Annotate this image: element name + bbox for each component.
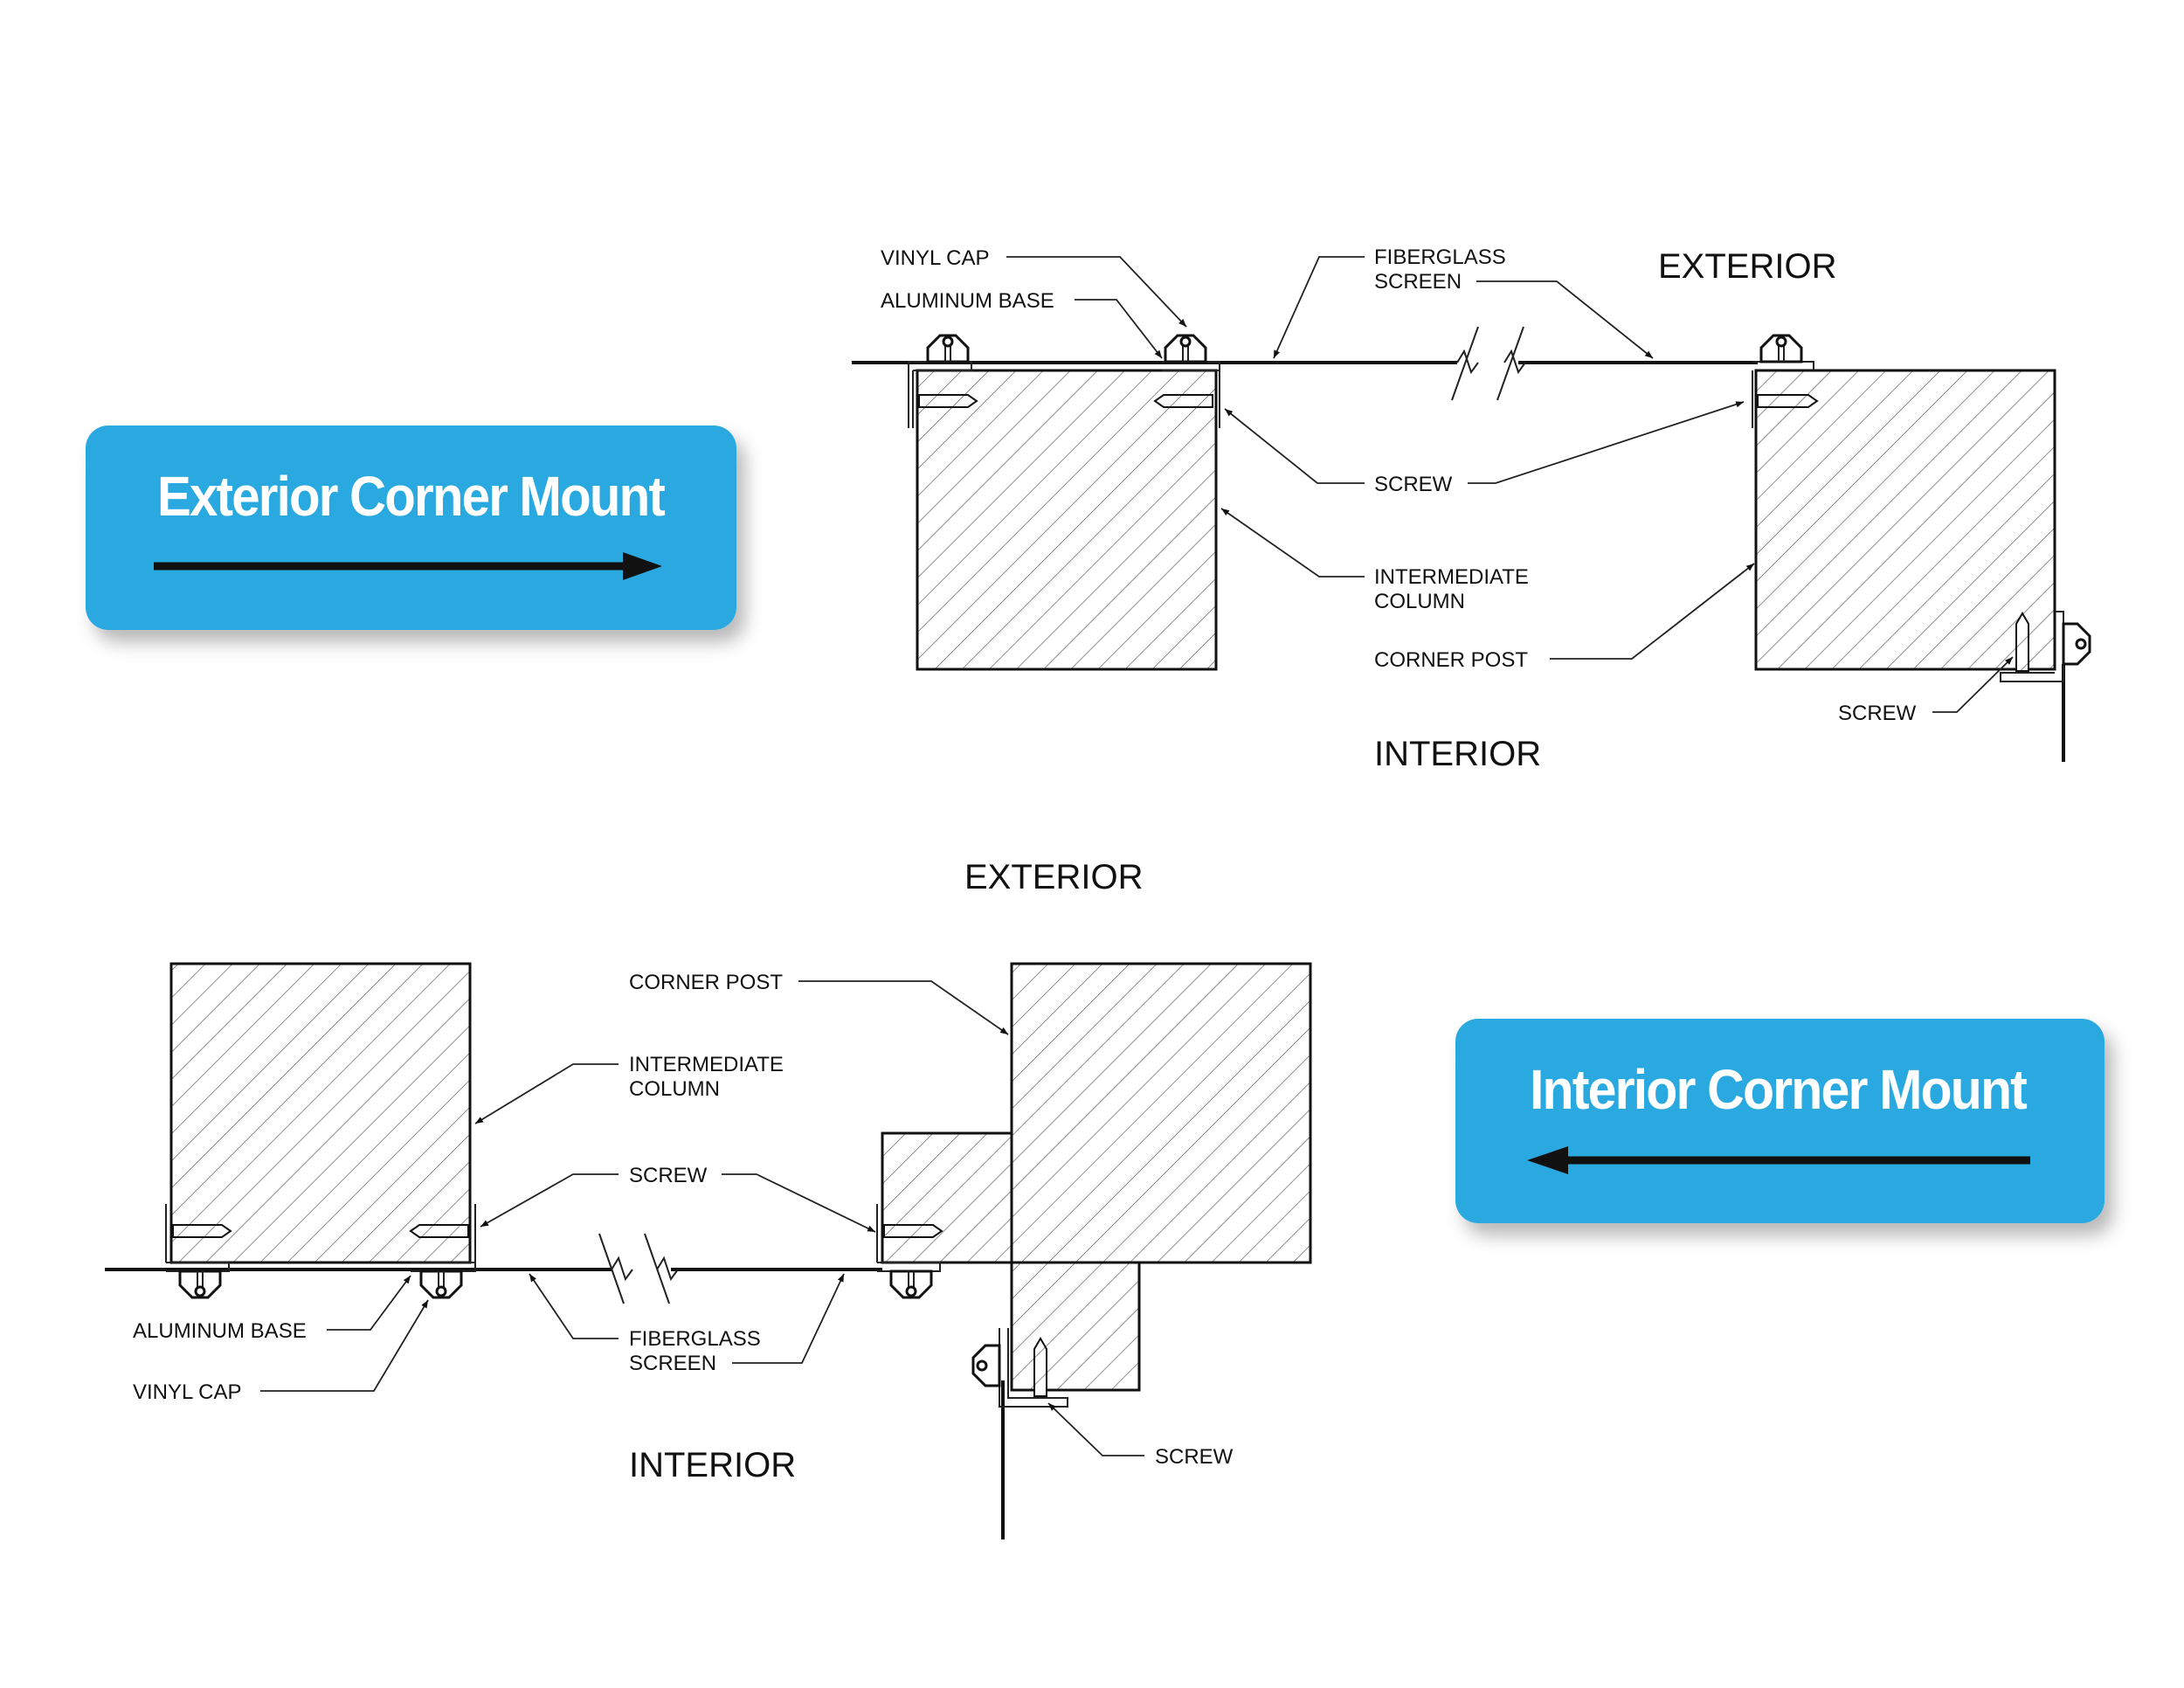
label-fiberglass-1: FIBERGLASS (629, 1327, 761, 1351)
label-intermediate-1: INTERMEDIATE (629, 1053, 784, 1076)
label-fiberglass-2: SCREEN (1374, 270, 1462, 294)
label-interior-top: INTERIOR (1374, 735, 1541, 773)
label-exterior-bottom: EXTERIOR (964, 858, 1143, 896)
label-corner-post: CORNER POST (1374, 648, 1528, 672)
interior-mount-callouts: CORNER POST INTERMEDIATE COLUMN SCREW AL… (133, 971, 1234, 1484)
intermediate-column (169, 962, 472, 1264)
aluminum-base-left (165, 1204, 230, 1299)
label-vinyl-cap: VINYL CAP (133, 1380, 242, 1404)
intermediate-column (916, 369, 1218, 671)
label-interior-bottom: INTERIOR (629, 1446, 796, 1484)
break-symbol (1451, 326, 1526, 401)
label-screw-corner: SCREW (1155, 1445, 1234, 1469)
corner-post (1754, 369, 2056, 671)
aluminum-base-corner (876, 1204, 941, 1299)
exterior-mount-badge: Exterior Corner Mount (86, 425, 736, 630)
aluminum-base-corner-side (971, 1328, 1068, 1539)
screw-icon (1153, 394, 1213, 408)
label-screw-corner: SCREW (1838, 702, 1917, 725)
label-fiberglass-2: SCREEN (629, 1352, 716, 1375)
break-symbol (598, 1233, 679, 1304)
screw-icon (2015, 612, 2029, 672)
aluminum-base-left (908, 334, 972, 428)
label-aluminum-base: ALUMINUM BASE (133, 1319, 307, 1343)
corner-post (1010, 962, 1312, 1264)
arrow-left-icon (1527, 1146, 2030, 1174)
label-exterior-top: EXTERIOR (1658, 247, 1836, 286)
label-intermediate-2: COLUMN (629, 1077, 720, 1101)
screw-icon (1757, 394, 1819, 408)
screw-icon (883, 1224, 943, 1238)
label-screw: SCREW (629, 1164, 708, 1187)
label-vinyl-cap: VINYL CAP (881, 246, 990, 270)
screw-icon (172, 1224, 232, 1238)
label-intermediate-2: COLUMN (1374, 590, 1465, 613)
aluminum-base-corner-side (2000, 611, 2091, 762)
aluminum-base-mid (411, 1204, 476, 1299)
exterior-mount-drawing (852, 326, 2091, 762)
corner-post-spacer-left (881, 1131, 1013, 1264)
aluminum-base-corner-top (1752, 334, 1814, 428)
label-screw: SCREW (1374, 473, 1453, 496)
label-intermediate-1: INTERMEDIATE (1374, 565, 1529, 589)
screw-icon (409, 1224, 469, 1238)
corner-post-spacer-bottom (1010, 1261, 1141, 1392)
exterior-mount-title: Exterior Corner Mount (157, 465, 666, 528)
interior-mount-badge: Interior Corner Mount (1455, 1019, 2105, 1223)
interior-mount-drawing: EXTERIOR (105, 858, 1312, 1539)
screw-icon (1033, 1337, 1047, 1397)
screw-icon (918, 394, 978, 408)
label-fiberglass-1: FIBERGLASS (1374, 246, 1506, 269)
label-corner-post: CORNER POST (629, 971, 783, 994)
arrow-right-icon (154, 552, 662, 580)
aluminum-base-mid (1162, 334, 1220, 428)
label-aluminum-base: ALUMINUM BASE (881, 289, 1054, 313)
interior-mount-title: Interior Corner Mount (1530, 1058, 2028, 1121)
exterior-mount-callouts: VINYL CAP ALUMINUM BASE FIBERGLASS SCREE… (881, 246, 2014, 773)
